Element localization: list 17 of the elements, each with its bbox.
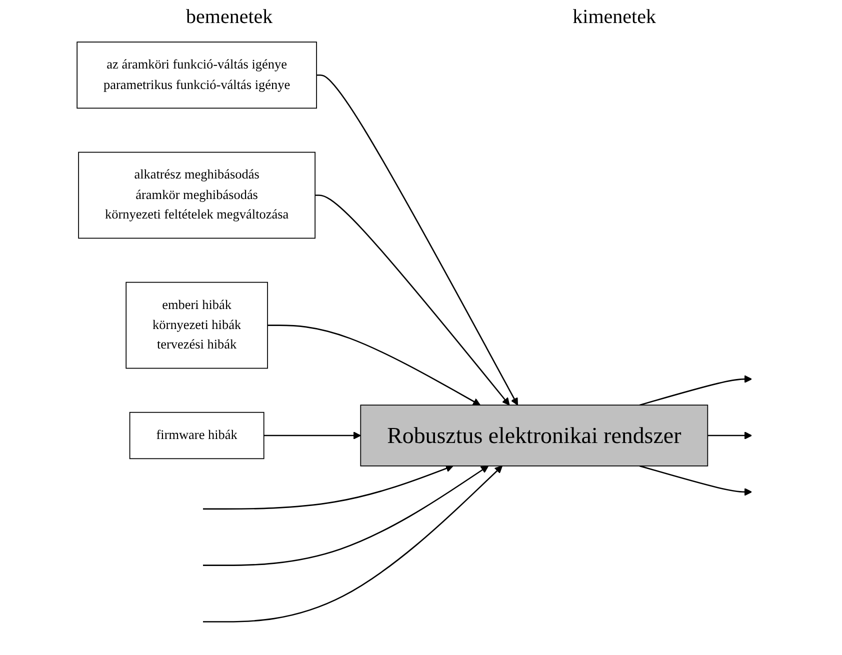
arrow [640, 375, 752, 406]
arrow [264, 432, 362, 440]
io-label: kimenetek [572, 6, 656, 29]
arrow [315, 194, 510, 406]
arrow [203, 464, 454, 510]
node-box: Robusztus elektronikai rendszer [360, 404, 708, 466]
arrow [203, 466, 503, 622]
node-box: emberi hibák környezeti hibák tervezési hibák [126, 282, 268, 369]
arrow [640, 465, 752, 496]
io-label: bemenetek [186, 6, 273, 29]
node-box: firmware hibák [130, 412, 265, 460]
node-box: alkatrész meghibásodás áramkör meghibásodás környezeti feltételek megváltozása [78, 152, 316, 239]
arrow [708, 432, 752, 440]
node-box: az áramköri funkció-váltás igénye parametrikus funkció-váltás igénye [77, 42, 318, 109]
arrow [268, 324, 481, 406]
arrow [203, 466, 490, 566]
arrow [316, 74, 518, 406]
